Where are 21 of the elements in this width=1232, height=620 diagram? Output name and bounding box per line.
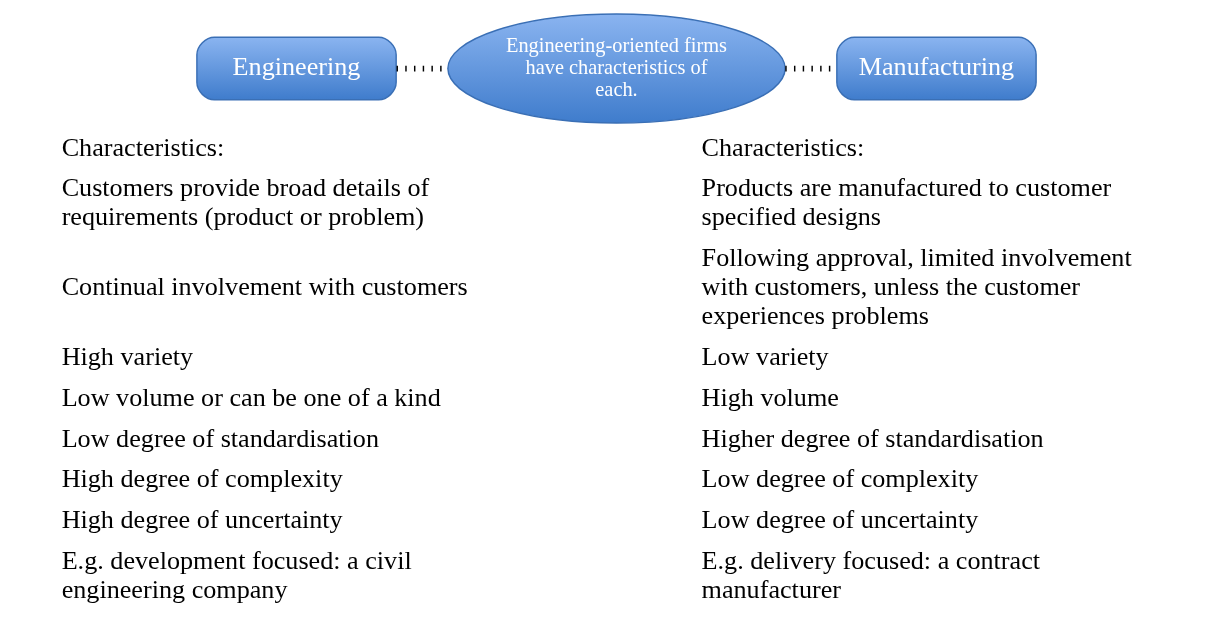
label: Continual involvement with customers: [61, 272, 468, 302]
label: Characteristics:: [701, 132, 864, 162]
label: Low degree of complexity: [701, 464, 978, 494]
label: Low degree of standardisation: [61, 423, 379, 453]
label: E.g. delivery focused: a contract manufacturer: [701, 545, 1040, 604]
label: Products are manufactured to customer specified designs: [701, 173, 1111, 232]
label: Low variety: [701, 342, 829, 372]
label: High degree of uncertainty: [61, 504, 343, 534]
node-ellipse: Engineering-oriented firms have characteristics of each.: [446, 13, 786, 124]
label: High volume: [701, 382, 839, 412]
label: Higher degree of standardisation: [701, 423, 1044, 453]
label: High variety: [61, 342, 193, 372]
label: Low volume or can be one of a kind: [61, 382, 441, 412]
label: Customers provide broad details of requirements (product or problem): [61, 173, 429, 232]
node-box: Engineering: [195, 36, 397, 101]
node-box: Manufacturing: [835, 36, 1037, 101]
label: Low degree of uncertainty: [701, 504, 978, 534]
label: Following approval, limited involvement with customers, unless the customer experiences problems: [701, 243, 1132, 331]
label: Characteristics:: [61, 132, 224, 162]
label: High degree of complexity: [61, 464, 343, 494]
label: E.g. development focused: a civil engineering company: [61, 545, 412, 604]
